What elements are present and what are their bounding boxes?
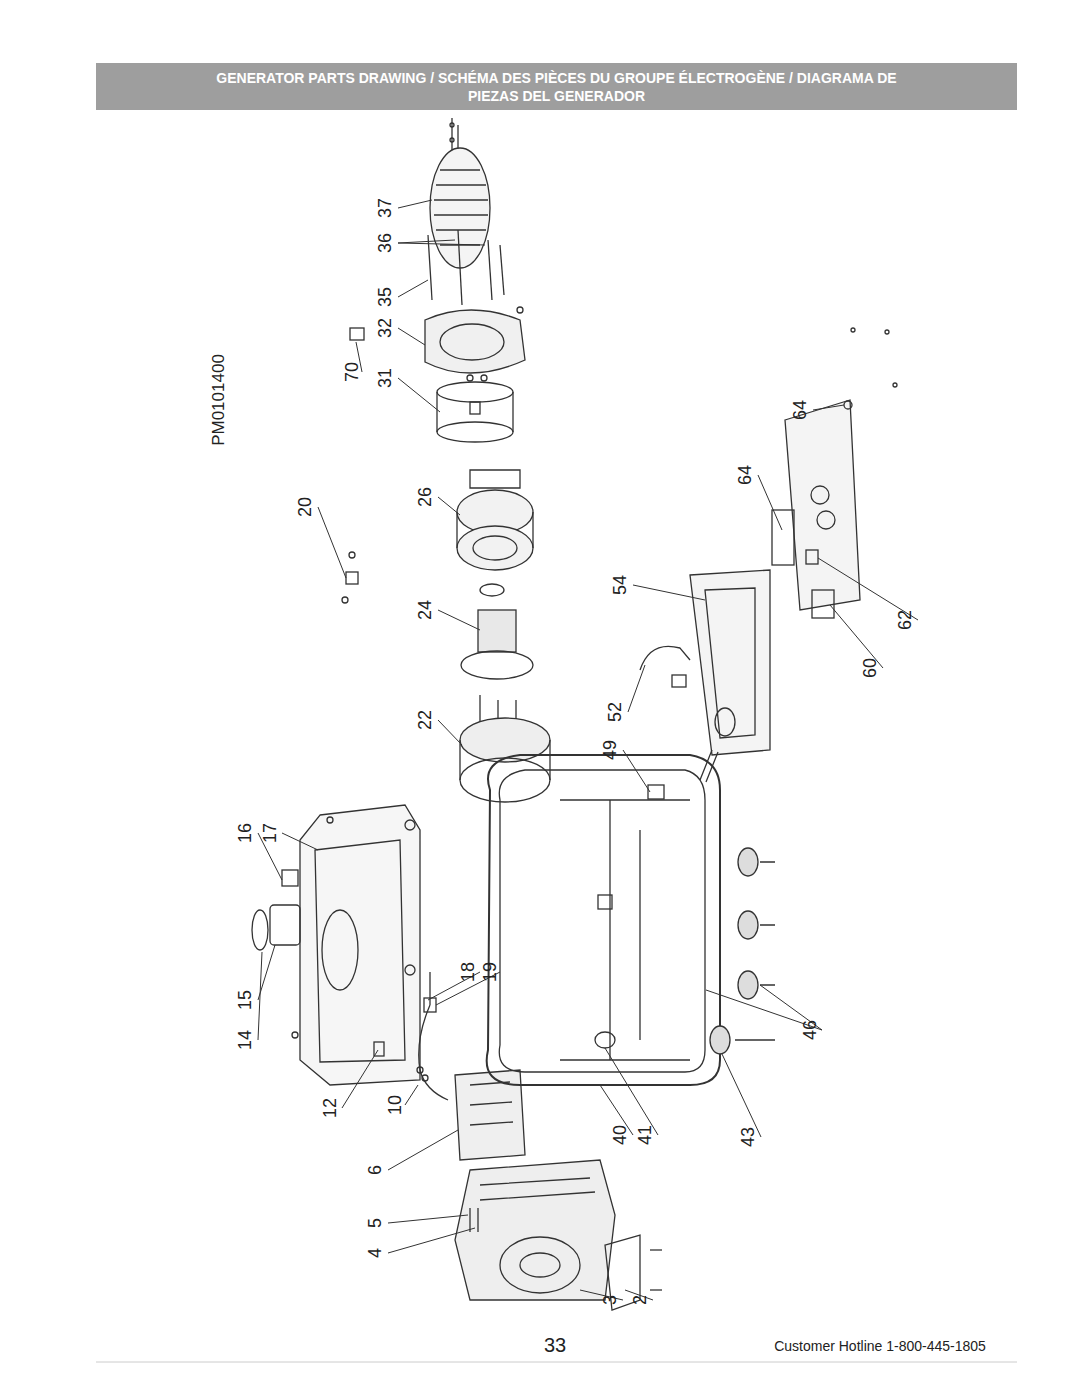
callout-number: 5: [366, 1218, 384, 1228]
header-band: GENERATOR PARTS DRAWING / SCHÉMA DES PIÈ…: [96, 63, 1017, 110]
page-title: GENERATOR PARTS DRAWING / SCHÉMA DES PIÈ…: [197, 69, 917, 105]
callout-number: 16: [236, 823, 254, 843]
callout-number: 12: [321, 1098, 339, 1118]
callout-number: 17: [261, 823, 279, 843]
callout-number: 2: [631, 1295, 649, 1305]
callout-number: 64: [736, 465, 754, 485]
callout-number: 35: [376, 287, 394, 307]
callout-number: 49: [601, 740, 619, 760]
callout-number: 52: [606, 702, 624, 722]
callout-number: 70: [343, 362, 361, 382]
callout-number: 20: [296, 497, 314, 517]
callout-number: 32: [376, 318, 394, 338]
callout-number: 31: [376, 368, 394, 388]
footer-text: 33: [544, 1335, 566, 1355]
callout-number: 15: [236, 990, 254, 1010]
callout-number: 14: [236, 1030, 254, 1050]
callout-number: 37: [376, 198, 394, 218]
callout-number: 24: [416, 600, 434, 620]
callout-number: 60: [861, 658, 879, 678]
callout-number: 40: [611, 1125, 629, 1145]
callout-number: 3: [601, 1295, 619, 1305]
callout-number: 64: [791, 400, 809, 420]
callout-number: 19: [481, 962, 499, 982]
callout-number: 54: [611, 575, 629, 595]
callout-number: 36: [376, 233, 394, 253]
callout-number: 4: [366, 1248, 384, 1258]
callout-number: 62: [896, 610, 914, 630]
callout-number: 10: [386, 1095, 404, 1115]
callout-number: 43: [739, 1127, 757, 1147]
drawing-number: PM0101400: [210, 354, 227, 446]
callout-number: 18: [459, 962, 477, 982]
callout-number: 26: [416, 487, 434, 507]
callout-number: 22: [416, 710, 434, 730]
footer-text: Customer Hotline 1-800-445-1805: [774, 1339, 986, 1353]
callout-number: 6: [366, 1165, 384, 1175]
callout-number: 46: [801, 1020, 819, 1040]
callout-number: 41: [636, 1125, 654, 1145]
